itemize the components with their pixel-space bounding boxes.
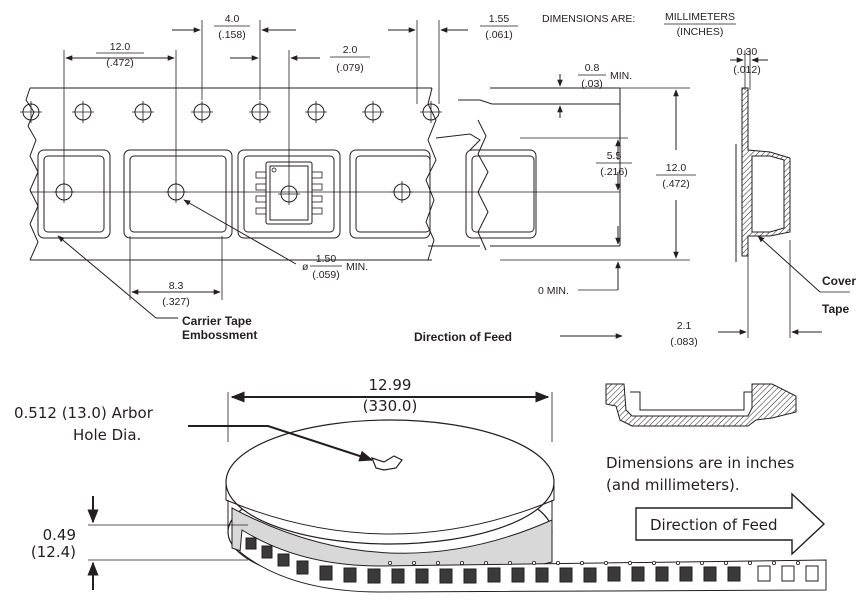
- hole-150-suffix: MIN.: [346, 261, 368, 273]
- pocket-83-mm: 8.3: [169, 280, 184, 292]
- bottom-direction-label: Direction of Feed: [650, 516, 778, 534]
- units-mm: MILLIMETERS: [665, 11, 735, 23]
- arbor-label-1: 0.512 (13.0) Arbor: [14, 404, 154, 422]
- thick-21-mm: 2.1: [677, 320, 692, 332]
- pitch-12-in: (.472): [106, 57, 133, 69]
- pitch-2-mm: 2.0: [343, 44, 358, 56]
- units-note-2: (and millimeters).: [606, 476, 740, 494]
- min-08-suffix: MIN.: [610, 70, 632, 82]
- top-labels: 12.0 (.472) 4.0 (.158) 2.0 (.079) 1.55 (…: [96, 11, 856, 348]
- carrier-label-2: Embossment: [182, 328, 257, 342]
- pitch-12-mm: 12.0: [110, 41, 131, 53]
- thick-21-in: (.083): [670, 336, 697, 348]
- hole-150-in: (.059): [312, 269, 339, 281]
- cover-label-2: Tape: [822, 302, 849, 316]
- pocket-83-in: (.327): [162, 296, 189, 308]
- units-note-1: Dimensions are in inches: [606, 454, 794, 472]
- hole-150-mm: 1.50: [316, 253, 337, 265]
- hole-155-in: (.061): [485, 29, 512, 41]
- hole-150-prefix: ø: [302, 261, 309, 273]
- sprocket-holes: [20, 101, 442, 123]
- reel-dia-mm: (330.0): [363, 397, 418, 415]
- tape-cross-section: [605, 383, 797, 427]
- dim-55-in: (.216): [600, 166, 627, 178]
- width-in: 0.49: [43, 526, 76, 544]
- width-12-in: (.472): [662, 178, 689, 190]
- direction-arrow: [635, 492, 826, 556]
- dim-55-mm: 5.5: [607, 150, 622, 162]
- bottom-labels: 12.99 (330.0) 0.512 (13.0) Arbor Hole Di…: [14, 376, 794, 561]
- top-direction-label: Direction of Feed: [414, 330, 512, 344]
- width-12-mm: 12.0: [666, 162, 687, 174]
- reel-dia-in: 12.99: [369, 376, 412, 394]
- pitch-4-in: (.158): [218, 29, 245, 41]
- top-dimensions: [57, 20, 690, 339]
- cover-030-in: (.012): [733, 64, 760, 76]
- pitch-2-in: (.079): [336, 62, 363, 74]
- units-in: (INCHES): [677, 26, 724, 38]
- pockets: [37, 149, 537, 239]
- min-08-in: (.03): [581, 78, 603, 90]
- cover-label-1: Cover: [822, 274, 856, 288]
- tape-side-profile: [718, 50, 850, 338]
- carrier-tape: [20, 87, 621, 261]
- hole-155-mm: 1.55: [489, 13, 510, 25]
- tape-strip: [239, 529, 827, 593]
- pitch-4-mm: 4.0: [225, 13, 240, 25]
- zero-min: 0 MIN.: [538, 285, 569, 297]
- carrier-label-1: Carrier Tape: [182, 314, 252, 328]
- min-08-mm: 0.8: [585, 62, 600, 74]
- units-prefix: DIMENSIONS ARE:: [542, 13, 635, 25]
- width-mm: (12.4): [31, 543, 76, 561]
- arbor-label-2: Hole Dia.: [73, 426, 141, 444]
- cover-030-mm: 0.30: [737, 46, 758, 58]
